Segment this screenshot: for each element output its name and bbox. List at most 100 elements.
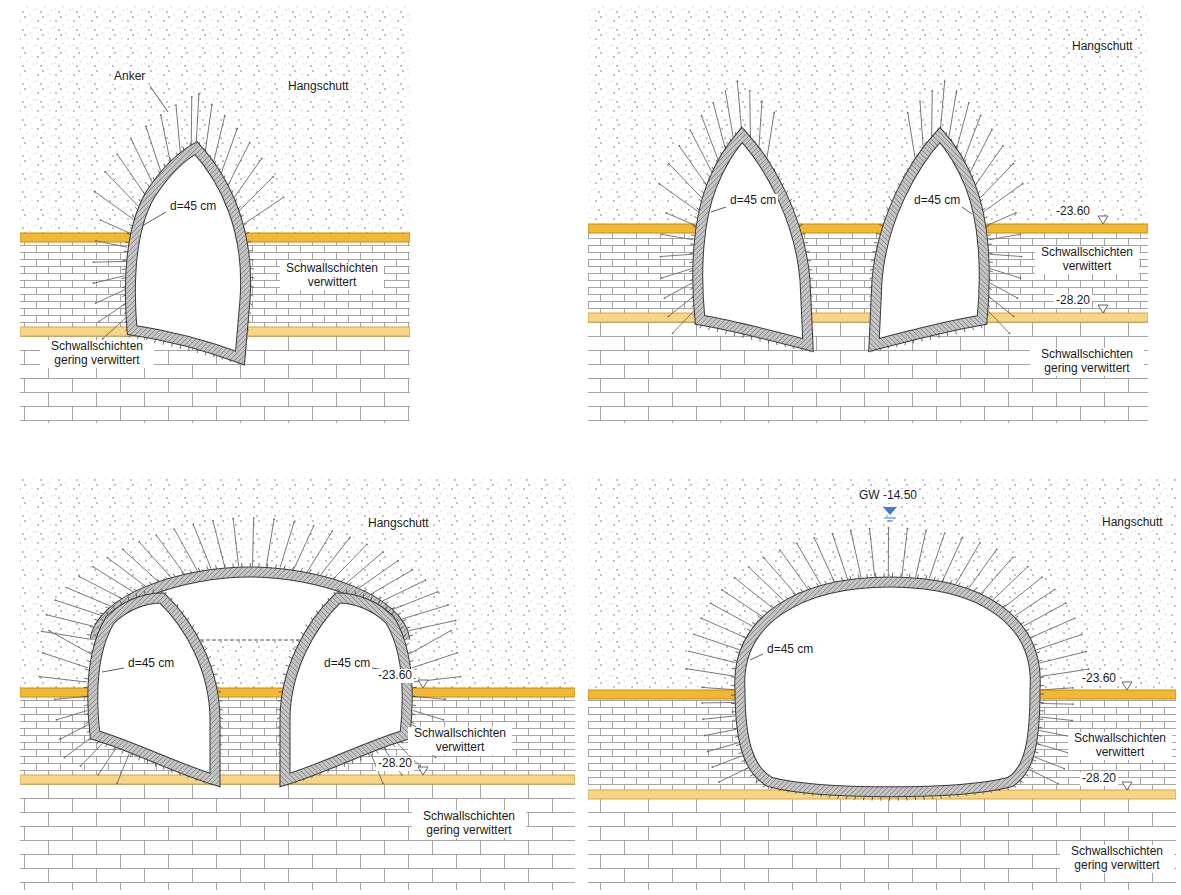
anchor-end: [272, 176, 274, 178]
layer-label: Schwallschichten gering verwittert: [1030, 348, 1144, 376]
anchor-end: [94, 191, 96, 193]
drawing-part: [130, 148, 245, 358]
anchor-end: [1017, 297, 1019, 299]
rock-anchor: [371, 570, 412, 594]
rock-anchor: [333, 544, 366, 578]
anchor-end: [41, 631, 43, 633]
drawing-part: [740, 582, 1036, 792]
mesh-tick: [889, 797, 890, 801]
rock-anchor: [39, 677, 87, 683]
dimension-label: d=45 cm: [765, 643, 815, 657]
mesh-tick: [1025, 774, 1029, 776]
level-marker: [1098, 216, 1108, 224]
temporary-invert: [200, 640, 300, 641]
rock-anchor: [139, 542, 171, 578]
rock-anchor: [382, 580, 425, 601]
marl-band: [588, 313, 1148, 322]
rock-anchor: [660, 254, 692, 256]
anchor-end: [718, 781, 720, 783]
rock-anchor: [55, 600, 101, 615]
mesh-tick: [87, 660, 91, 662]
anchor-end: [996, 548, 998, 550]
rock-anchor: [987, 310, 1009, 333]
rock-anchor: [55, 696, 87, 699]
mesh-tick: [731, 695, 735, 696]
mesh-tick: [84, 704, 88, 706]
rock-anchor: [964, 116, 981, 161]
rock-anchor: [1029, 769, 1058, 783]
rock-anchor: [117, 753, 129, 783]
callout-label: Anker: [112, 70, 147, 84]
anchor-end: [748, 566, 750, 568]
rock-anchor: [266, 519, 274, 566]
tunnel-lining: [658, 80, 812, 352]
mesh-tick: [84, 678, 88, 680]
mesh-tick: [1039, 727, 1043, 729]
elevation-label: -28.20: [1054, 294, 1092, 308]
mesh-tick: [276, 564, 277, 568]
leader-lines: [102, 86, 972, 672]
anchor-end: [212, 520, 214, 522]
rock-anchor: [156, 535, 184, 574]
rock-anchor: [228, 143, 250, 186]
mesh-tick: [161, 589, 162, 593]
anchor-end: [980, 115, 982, 117]
rock-anchor: [1040, 717, 1072, 721]
anchor-end: [191, 96, 193, 98]
rock-anchor: [101, 220, 130, 233]
rock-anchor: [79, 576, 122, 598]
anchor-end: [665, 212, 667, 214]
leader-line: [142, 212, 166, 226]
anchor-end: [704, 735, 706, 737]
rock-anchor: [980, 164, 1013, 199]
rock-anchor: [916, 530, 927, 577]
anchor-end: [1041, 576, 1043, 578]
level-marker: [418, 767, 428, 775]
mesh-tick: [900, 573, 901, 577]
anchor-end: [763, 557, 765, 559]
mesh-tick: [232, 564, 234, 568]
level-markers: [418, 216, 1132, 790]
drawing-part: [285, 598, 407, 780]
anchor-end: [1071, 720, 1073, 722]
anchor-end: [1057, 783, 1059, 785]
rock-anchor: [711, 603, 753, 626]
mesh-tick: [127, 233, 131, 235]
rock-anchor: [941, 81, 945, 129]
mesh-tick: [250, 563, 251, 567]
anchor-end: [1072, 703, 1074, 705]
rock-anchor: [701, 618, 745, 637]
layer-label: Schwallschichten gering verwittert: [40, 340, 154, 368]
section-panel: [20, 5, 410, 423]
rock-anchor: [99, 304, 126, 322]
rock-anchor: [759, 101, 762, 149]
anchor-end: [366, 544, 368, 546]
rock-anchor: [294, 526, 314, 570]
rock-anchor: [1041, 703, 1073, 705]
rock-anchor: [735, 578, 773, 608]
mesh-tick: [123, 260, 127, 261]
mesh-tick: [988, 243, 992, 244]
rock-anchor: [673, 310, 695, 333]
mesh-tick: [412, 687, 416, 688]
rock-anchor: [233, 519, 238, 567]
rock-anchor: [1037, 744, 1068, 753]
rock-anchor: [413, 711, 444, 720]
mesh-tick: [802, 233, 806, 234]
anchor-end: [382, 551, 384, 553]
rock-anchor: [409, 631, 451, 654]
anchor-end: [173, 528, 175, 530]
rock-anchor: [749, 567, 784, 600]
anchor-end: [78, 576, 80, 578]
anchor-end: [1002, 145, 1004, 147]
anchor-end: [761, 100, 763, 102]
rock-anchor: [679, 146, 707, 185]
anchor-end: [1065, 602, 1067, 604]
rock-anchor: [96, 241, 127, 247]
rock-anchor: [920, 101, 923, 149]
rock-anchor: [689, 651, 736, 662]
anchor-end: [397, 560, 399, 562]
anchor-end: [104, 171, 106, 173]
mesh-tick: [346, 590, 347, 594]
